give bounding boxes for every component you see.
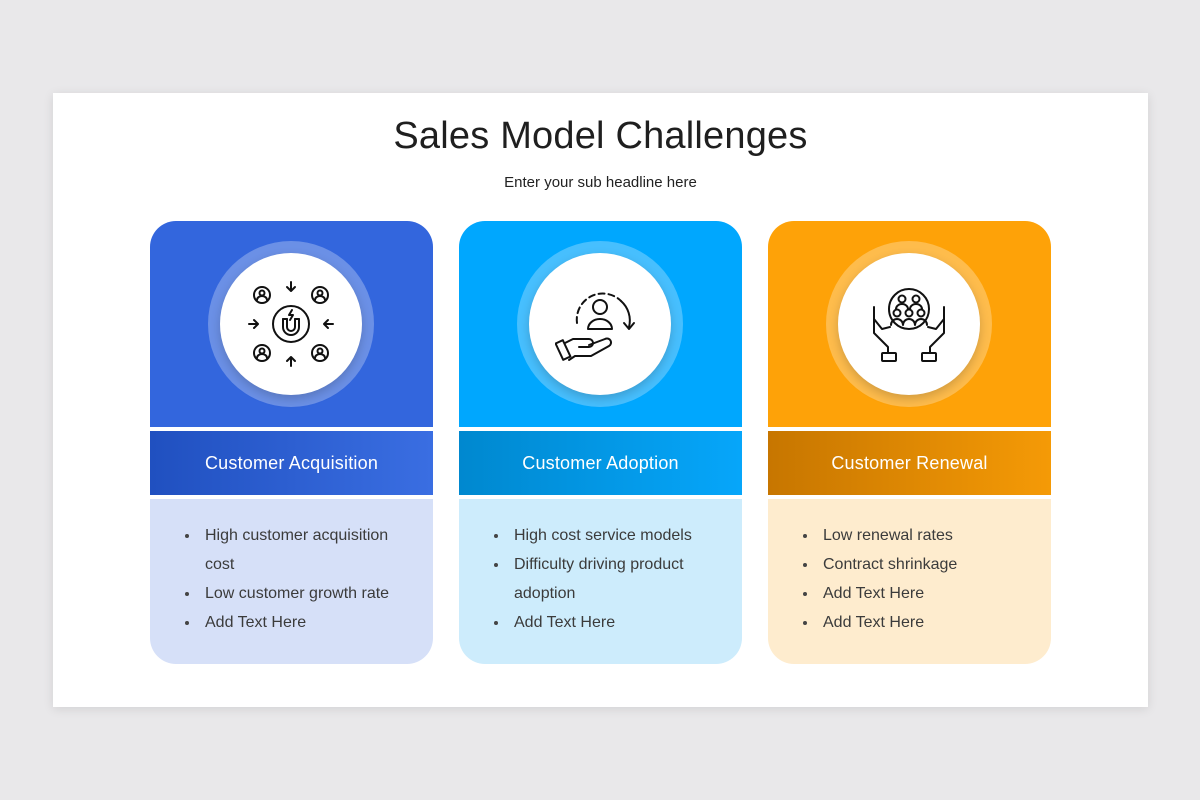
card-icon-panel bbox=[459, 221, 742, 427]
bullet-item: High customer acquisition cost bbox=[184, 521, 409, 579]
icon-halo bbox=[208, 241, 374, 407]
hand-user-cycle-icon bbox=[555, 292, 635, 361]
hands-holding-group-icon bbox=[873, 288, 945, 362]
card-body: High cost service models Difficulty driv… bbox=[459, 499, 742, 664]
slide-subtitle: Enter your sub headline here bbox=[504, 174, 697, 191]
card-heading: Customer Acquisition bbox=[150, 431, 433, 495]
bullet-item: Difficulty driving product adoption bbox=[493, 550, 718, 608]
icon-halo bbox=[826, 241, 992, 407]
bullet-item: Low customer growth rate bbox=[184, 579, 409, 608]
bullet-item: High cost service models bbox=[493, 521, 718, 550]
bullet-item: Low renewal rates bbox=[802, 521, 1027, 550]
bullet-list: High customer acquisition cost Low custo… bbox=[150, 499, 433, 637]
slide: Sales Model Challenges Enter your sub he… bbox=[53, 93, 1148, 707]
card-icon-panel bbox=[150, 221, 433, 427]
card-body: High customer acquisition cost Low custo… bbox=[150, 499, 433, 664]
icon-disc bbox=[529, 253, 671, 395]
bullet-item: Add Text Here bbox=[493, 608, 718, 637]
bullet-item: Add Text Here bbox=[184, 608, 409, 637]
bullet-item: Contract shrinkage bbox=[802, 550, 1027, 579]
icon-disc bbox=[220, 253, 362, 395]
slide-title: Sales Model Challenges bbox=[393, 115, 808, 157]
card-customer-adoption: Customer Adoption High cost service mode… bbox=[459, 221, 742, 664]
icon-halo bbox=[517, 241, 683, 407]
magnet-attract-customers-icon bbox=[248, 281, 334, 367]
bullet-list: High cost service models Difficulty driv… bbox=[459, 499, 742, 637]
bullet-item: Add Text Here bbox=[802, 608, 1027, 637]
card-customer-acquisition: Customer Acquisition High customer acqui… bbox=[150, 221, 433, 664]
card-heading: Customer Renewal bbox=[768, 431, 1051, 495]
card-icon-panel bbox=[768, 221, 1051, 427]
card-body: Low renewal rates Contract shrinkage Add… bbox=[768, 499, 1051, 664]
card-heading: Customer Adoption bbox=[459, 431, 742, 495]
icon-disc bbox=[838, 253, 980, 395]
bullet-item: Add Text Here bbox=[802, 579, 1027, 608]
bullet-list: Low renewal rates Contract shrinkage Add… bbox=[768, 499, 1051, 637]
card-customer-renewal: Customer Renewal Low renewal rates Contr… bbox=[768, 221, 1051, 664]
